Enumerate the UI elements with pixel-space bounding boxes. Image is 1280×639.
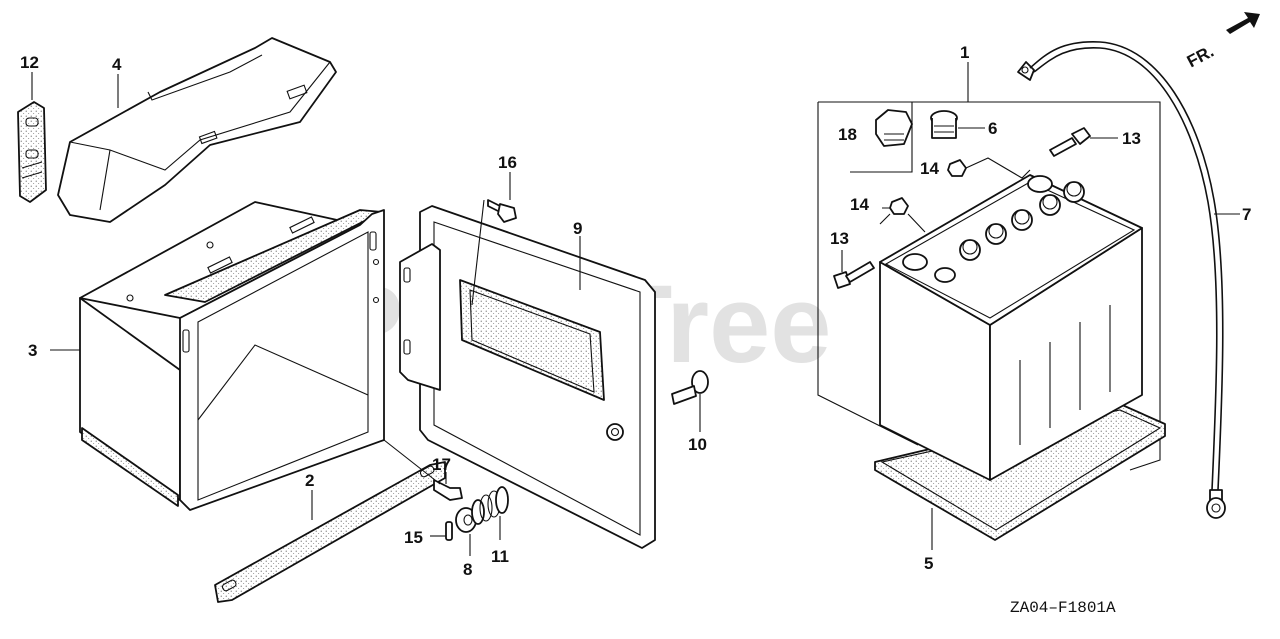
forward-arrow-icon: [1226, 12, 1260, 34]
callout-7: 7: [1242, 205, 1251, 224]
part-7-battery-cable[interactable]: [1017, 41, 1226, 519]
direction-label: FR.: [1184, 42, 1217, 72]
part-13-bolt-lower[interactable]: [833, 261, 875, 289]
part-3-battery-box[interactable]: [79, 201, 385, 511]
callout-6: 6: [988, 119, 997, 138]
callout-14-lower: 14: [850, 195, 869, 214]
part-12-clip[interactable]: [17, 101, 47, 203]
callout-1: 1: [960, 43, 969, 62]
callout-13-upper: 13: [1122, 129, 1141, 148]
callout-9: 9: [573, 219, 582, 238]
part-14-nut-lower[interactable]: [889, 197, 909, 215]
part-4-battery-cover[interactable]: [57, 37, 337, 223]
callout-10: 10: [688, 435, 707, 454]
part-17-screw[interactable]: [433, 479, 463, 501]
part-15-spacer[interactable]: [445, 521, 453, 541]
part-14-nut-upper[interactable]: [947, 159, 967, 177]
part-11-spring[interactable]: [471, 486, 509, 525]
part-6-cap[interactable]: [930, 110, 958, 139]
callout-15: 15: [404, 528, 423, 547]
battery-caps: [959, 181, 1085, 261]
part-10-pin[interactable]: [671, 370, 709, 405]
callout-2: 2: [305, 471, 314, 490]
callout-5: 5: [924, 554, 933, 573]
callout-18: 18: [838, 125, 857, 144]
callout-16: 16: [498, 153, 517, 172]
part-2-bottom-strip[interactable]: [214, 461, 446, 603]
part-1-battery[interactable]: [879, 174, 1143, 481]
callout-14-upper: 14: [920, 159, 939, 178]
part-9-door-panel[interactable]: [399, 205, 656, 549]
callout-8: 8: [463, 560, 472, 579]
callout-13-lower: 13: [830, 229, 849, 248]
callout-12: 12: [20, 53, 39, 72]
callout-3: 3: [28, 341, 37, 360]
callout-4: 4: [112, 55, 122, 74]
part-16-bolt[interactable]: [487, 199, 517, 223]
part-18-vent-plug[interactable]: [875, 109, 913, 147]
drawing-code: ZA04–F1801A: [1010, 599, 1116, 617]
callout-17: 17: [432, 455, 451, 474]
callout-11: 11: [491, 547, 509, 566]
part-13-bolt-upper[interactable]: [1049, 127, 1091, 157]
